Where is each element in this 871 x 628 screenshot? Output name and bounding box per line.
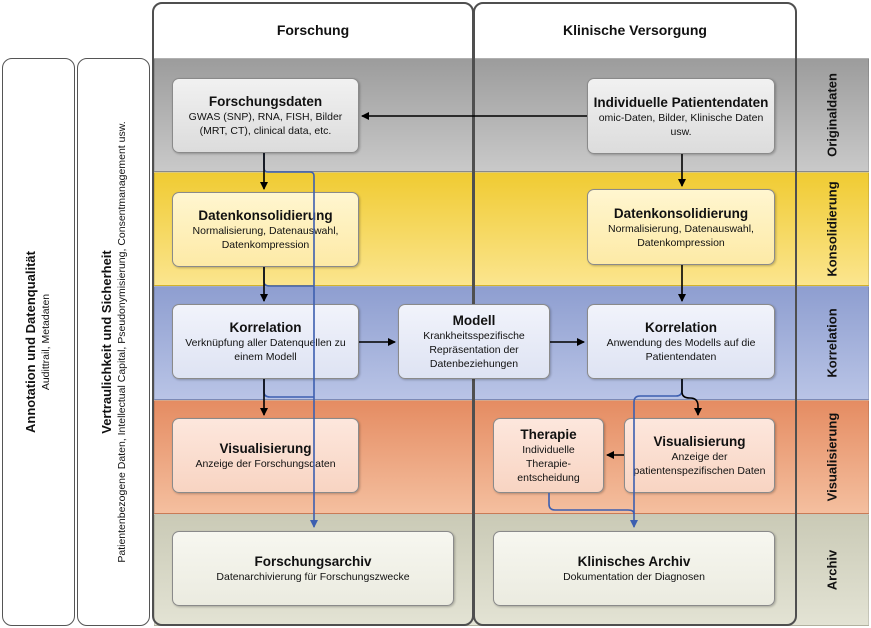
box-datenkonsolidierung-klinisch: Datenkonsolidierung Normalisierung, Date… bbox=[587, 189, 775, 265]
box-klinisches-archiv: Klinisches Archiv Dokumentation der Diag… bbox=[493, 531, 775, 606]
blue-flow-kons-research bbox=[263, 267, 314, 287]
arrow-clinical-vis bbox=[681, 379, 702, 416]
box-korrelation-klinisch: Korrelation Anwendung des Modells auf di… bbox=[587, 304, 775, 379]
box-korr-research-desc: Verknüpfung aller Datenquellen zu einem … bbox=[185, 337, 346, 363]
box-visualisierung-forschung: Visualisierung Anzeige der Forschungsdat… bbox=[172, 418, 359, 493]
box-archiv-research-title: Forschungsarchiv bbox=[254, 554, 372, 569]
box-therapie-desc: Individuelle Therapie-entscheidung bbox=[517, 444, 580, 484]
box-vis-research-desc: Anzeige der Forschungsdaten bbox=[195, 458, 336, 470]
box-modell-desc: Krankheitsspezifische Repräsentation der… bbox=[423, 330, 525, 370]
column-header-klinische-versorgung: Klinische Versorgung bbox=[563, 22, 707, 38]
side-panel-annotation bbox=[2, 58, 75, 626]
box-kons-research-desc: Normalisierung, Datenauswahl, Datenkompr… bbox=[192, 225, 339, 251]
box-archiv-research-desc: Datenarchivierung für Forschungszwecke bbox=[216, 571, 410, 583]
box-korr-clinical-desc: Anwendung des Modells auf die Patientend… bbox=[606, 337, 756, 363]
box-forschungsdaten-desc: GWAS (SNP), RNA, FISH, Bilder (MRT, CT),… bbox=[188, 111, 343, 137]
box-korrelation-forschung: Korrelation Verknüpfung aller Datenquell… bbox=[172, 304, 359, 379]
box-vis-research-title: Visualisierung bbox=[219, 441, 312, 456]
box-modell: Modell Krankheitsspezifische Repräsentat… bbox=[398, 304, 550, 379]
box-datenkonsolidierung-forschung: Datenkonsolidierung Normalisierung, Date… bbox=[172, 192, 359, 267]
blue-flow-korr-research bbox=[263, 379, 314, 398]
box-patientendaten-desc: omic-Daten, Bilder, Klinische Daten usw. bbox=[598, 111, 764, 138]
box-kons-clinical-desc: Normalisierung, Datenauswahl, Datenkompr… bbox=[608, 222, 754, 249]
box-forschungsdaten-title: Forschungsdaten bbox=[208, 94, 323, 109]
box-vis-clinical-title: Visualisierung bbox=[653, 434, 746, 449]
box-forschungsarchiv: Forschungsarchiv Datenarchivierung für F… bbox=[172, 531, 454, 606]
box-korr-clinical-title: Korrelation bbox=[644, 320, 717, 335]
box-visualisierung-klinisch: Visualisierung Anzeige der patientenspez… bbox=[624, 418, 775, 493]
box-archiv-clinical-desc: Dokumentation der Diagnosen bbox=[563, 571, 705, 583]
box-korr-research-title: Korrelation bbox=[229, 320, 302, 335]
box-therapie-title: Therapie bbox=[520, 427, 577, 442]
blue-flow-therapie-archive bbox=[548, 493, 635, 515]
box-kons-clinical-title: Datenkonsolidierung bbox=[613, 205, 749, 221]
box-forschungsdaten: Forschungsdaten GWAS (SNP), RNA, FISH, B… bbox=[172, 78, 359, 153]
box-kons-research-title: Datenkonsolidierung bbox=[198, 208, 333, 223]
box-archiv-clinical-title: Klinisches Archiv bbox=[577, 554, 691, 569]
blue-flow-research-archive bbox=[263, 153, 318, 528]
box-patientendaten: Individuelle Patientendaten omic-Daten, … bbox=[587, 78, 775, 154]
box-modell-title: Modell bbox=[452, 313, 496, 328]
side-panel-security bbox=[77, 58, 150, 626]
column-header-forschung: Forschung bbox=[276, 22, 350, 38]
box-therapie: Therapie Individuelle Therapie-entscheid… bbox=[493, 418, 604, 493]
box-vis-clinical-desc: Anzeige der patientenspezifischen Daten bbox=[633, 451, 766, 477]
blue-flow-clinical-archive bbox=[630, 379, 683, 528]
box-patientendaten-title: Individuelle Patientendaten bbox=[593, 94, 769, 110]
